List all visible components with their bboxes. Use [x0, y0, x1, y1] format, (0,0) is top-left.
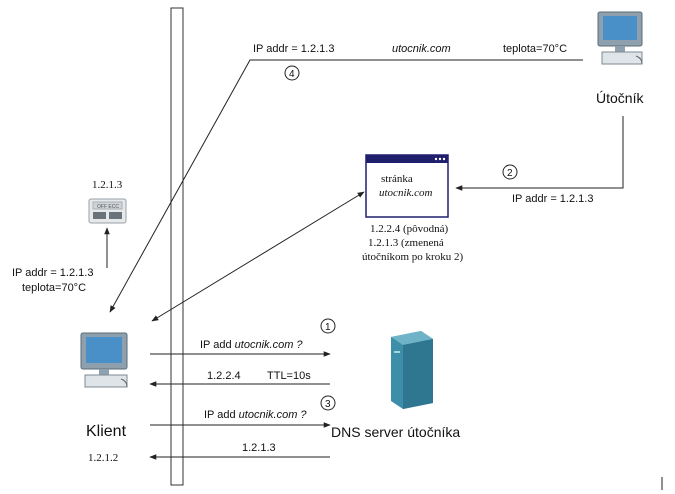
response1-ttl: TTL=10s: [267, 370, 311, 382]
client-label: Klient: [86, 423, 127, 440]
response1-ip: 1.2.2.4: [207, 370, 241, 382]
attacker-label: Útočník: [596, 90, 644, 106]
webpage-note-step: útočníkom po kroku 2): [362, 251, 463, 263]
dns-label: DNS server útočníka: [331, 424, 460, 440]
step4-ip-label: IP addr = 1.2.1.3: [253, 43, 334, 55]
step1-number: 1: [325, 322, 331, 333]
client-page-line: [151, 191, 365, 322]
step1-badge: [320, 318, 336, 334]
query2-label: IP add utocnik.com ?: [204, 409, 307, 421]
response2-ip: 1.2.1.3: [242, 442, 276, 454]
step2-badge: [502, 164, 518, 180]
iot-device-icon: OFF ECC: [88, 198, 127, 224]
step4-domain-label: utocnik.com: [392, 43, 451, 55]
step4-temp-label: teplota=70°C: [503, 43, 567, 55]
webpage-window: [365, 154, 449, 218]
device-request-ip: IP addr = 1.2.1.3: [12, 267, 93, 279]
query1-label: IP add utocnik.com ?: [200, 339, 303, 351]
webpage-domain: utocnik.com: [379, 187, 433, 199]
client-ip: 1.2.1.2: [88, 452, 118, 464]
step4-badge: [284, 65, 300, 81]
webpage-note-changed: 1.2.1.3 (zmenená: [368, 237, 444, 249]
step3-number: 3: [325, 399, 331, 410]
webpage-note-original: 1.2.2.4 (pôvodná): [370, 223, 449, 235]
step2-ip-label: IP addr = 1.2.1.3: [512, 193, 593, 205]
device-ip: 1.2.1.3: [92, 179, 123, 191]
step2-number: 2: [507, 168, 513, 179]
step4-number: 4: [289, 69, 295, 80]
svg-text:OFF ECC: OFF ECC: [97, 204, 119, 210]
attacker-computer-icon: [597, 11, 643, 65]
client-computer-icon: [80, 332, 128, 388]
device-request-temp: teplota=70°C: [22, 282, 86, 294]
barrier-column: [170, 7, 184, 486]
step2-line: [455, 116, 624, 191]
step3-badge: [320, 395, 336, 411]
dns-server-icon: [391, 331, 433, 409]
webpage-title: stránka: [381, 173, 413, 185]
